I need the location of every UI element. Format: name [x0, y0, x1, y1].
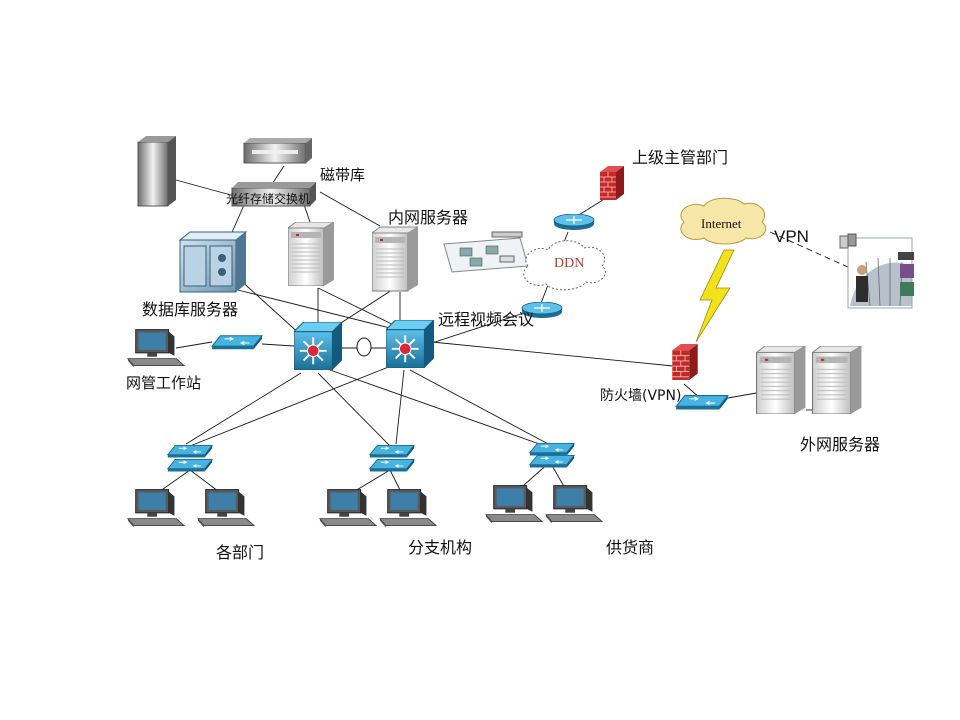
workstation-icon-dept-2: [197, 489, 255, 528]
superior-dept-label: 上级主管部门: [632, 148, 729, 167]
link-nms-station: [175, 341, 213, 349]
workstation-icon-dept-1: [127, 489, 185, 528]
video-conf-label: 远程视频会议: [438, 310, 535, 329]
link-s1-supplier: [329, 369, 549, 448]
remote-user-icon: [839, 233, 914, 309]
tape-library-label: 磁带库: [320, 166, 366, 184]
intranet-server-icon-2: [372, 226, 418, 292]
link-vpn: [769, 231, 851, 269]
access-switch-icon-dept-1: [167, 444, 213, 458]
intranet-server-label: 内网服务器: [388, 208, 469, 227]
workstation-icon-supplier-2: [545, 485, 603, 524]
storage-tower: [137, 136, 176, 207]
video-conference-icon: [443, 231, 529, 273]
link-s2-supplier: [409, 369, 553, 447]
workstation-icon-branch-2: [379, 489, 437, 528]
access-switch-icon-branch-1: [369, 444, 415, 458]
extranet-server-icon-1: [756, 346, 806, 414]
extranet-server-icon-2: [812, 346, 862, 414]
access-switch-icon-branch-2: [369, 458, 415, 472]
trunk-link-icon: [356, 337, 372, 357]
ddn-label: DDN: [554, 256, 585, 271]
router-icon-upper: [553, 214, 595, 230]
suppliers-label: 供货商: [606, 538, 655, 557]
access-switch-icon-supplier-1: [529, 442, 575, 456]
access-switch-icon-supplier-2: [529, 454, 575, 468]
firewall-icon: [672, 344, 698, 380]
intranet-server-icon-1: [288, 222, 334, 286]
link-db-switch1: [237, 277, 303, 337]
internet-label: Internet: [701, 216, 742, 231]
internet-cloud-icon: [680, 197, 767, 245]
database-server-icon: [178, 231, 248, 293]
core-switch-icon-1: [294, 322, 342, 370]
link-s2-dept: [189, 363, 397, 447]
access-switch-icon-dept-2: [167, 458, 213, 472]
ddn-cloud-icon: [523, 240, 606, 291]
db-server-label: 数据库服务器: [142, 300, 239, 319]
tape-library-icon: [243, 138, 312, 164]
link-db-switch2: [237, 289, 407, 333]
link-s2-branch: [395, 369, 405, 445]
link-nms-switch: [261, 343, 295, 347]
access-switch-icon-dmz: [675, 394, 729, 410]
link-fiber-server2: [319, 191, 381, 227]
link-server1-switch2: [317, 287, 405, 331]
link-switch2-firewall: [431, 341, 674, 367]
fiber-switch-label: 光纤存储交换机: [226, 192, 311, 206]
nms-workstation-icon: [127, 329, 185, 368]
firewall-icon-superior: [600, 166, 624, 200]
fiber-switch-icon: [231, 182, 316, 207]
lightning-icon: [695, 249, 735, 343]
access-switch-icon-nms: [211, 335, 263, 350]
firewall-vpn-label: 防火墙(VPN): [600, 388, 682, 404]
link-tower-fiber-switch: [175, 179, 239, 198]
nms-workstation-label: 网管工作站: [126, 374, 202, 392]
link-tape-fiber-switch: [271, 165, 285, 185]
workstation-icon-supplier-1: [485, 485, 543, 524]
branches-label: 分支机构: [408, 538, 473, 557]
departments-label: 各部门: [216, 543, 265, 562]
extranet-server-label: 外网服务器: [800, 435, 881, 454]
link-s1-branch: [317, 372, 391, 447]
core-switch-icon-2: [386, 320, 434, 368]
workstation-icon-branch-1: [319, 489, 377, 528]
vpn-label: VPN: [774, 227, 809, 246]
link-s1-dept: [185, 372, 302, 445]
